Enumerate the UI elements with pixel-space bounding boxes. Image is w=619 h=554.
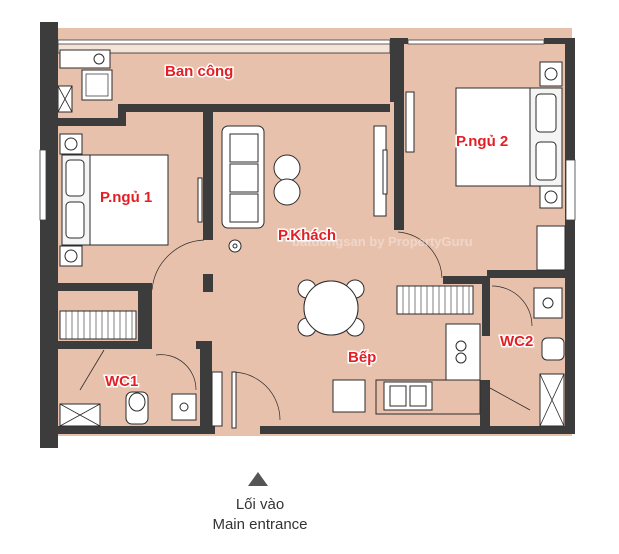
living-furniture: [221, 91, 443, 337]
toilet2-icon: [541, 337, 565, 361]
room-label-balcony: Ban công: [165, 63, 233, 80]
room-label-kitchen: Bếp: [348, 349, 376, 366]
wardrobe-icon: [59, 310, 137, 340]
entrance-label-en: Main entrance: [212, 516, 308, 533]
entrance-label-vi: Lối vào: [235, 496, 285, 513]
desk-icon: [536, 225, 566, 271]
wardrobe2-icon: [396, 285, 474, 315]
room-label-bedroom2: P.ngủ 2: [456, 133, 508, 150]
walls: [40, 22, 575, 448]
entrance-door: [211, 371, 281, 429]
wc2-fixtures: [489, 285, 565, 427]
room-label-bedroom1: P.ngủ 1: [100, 189, 152, 206]
fridge-icon: [332, 379, 366, 413]
tv2-icon: [405, 91, 415, 153]
watermark: batdongsan by PropertyGuru: [292, 234, 473, 249]
entrance-arrow-icon: [248, 472, 268, 486]
coffee-table-icon: [273, 154, 301, 182]
room-label-wc1: WC1: [105, 373, 138, 390]
svg-text:batdongsan by PropertyGuru: batdongsan by PropertyGuru: [292, 234, 473, 249]
tv-icon: [197, 177, 203, 223]
basin-icon: [171, 393, 197, 421]
kitchen-furniture: [332, 323, 481, 415]
windows: [39, 39, 576, 221]
bedroom1-furniture: [59, 133, 205, 340]
room-label-wc2: WC2: [500, 333, 533, 350]
room-label-living: P.Khách: [278, 227, 336, 244]
cabinet-icon: [81, 69, 113, 101]
wc1-fixtures: [59, 349, 197, 427]
stove-icon: [455, 340, 467, 352]
balcony-area: [57, 42, 391, 113]
washing-machine-icon: [93, 53, 105, 65]
bedroom2-furniture: [396, 61, 566, 315]
